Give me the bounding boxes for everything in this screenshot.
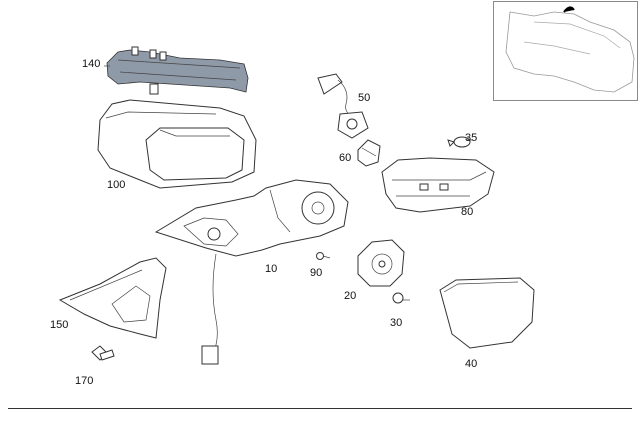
callout-10: 10 [265, 263, 278, 275]
callout-140: 140 [82, 58, 101, 70]
part-40-mirror-glass[interactable] [439, 277, 535, 349]
callout-35: 35 [465, 132, 478, 144]
car-top-view-icon [505, 6, 635, 93]
callout-30: 30 [390, 317, 403, 329]
part-150-housing-shell[interactable] [58, 257, 167, 339]
mirror-position-marker [563, 6, 575, 13]
divider-line [8, 408, 632, 409]
callout-170: 170 [75, 375, 94, 387]
part-30-screw[interactable] [392, 292, 410, 304]
part-90-screw[interactable] [316, 252, 331, 260]
part-140-turn-signal[interactable] [106, 46, 249, 95]
callout-60: 60 [339, 152, 352, 164]
callout-150: 150 [50, 319, 69, 331]
part-10-mirror-base[interactable] [154, 179, 349, 365]
part-100-housing-cover[interactable] [97, 99, 257, 189]
callout-90: 90 [310, 267, 323, 279]
callout-40: 40 [465, 358, 478, 370]
callout-50: 50 [358, 92, 371, 104]
part-35-bulb[interactable] [447, 136, 471, 148]
callout-80: 80 [461, 206, 474, 218]
callout-100: 100 [107, 179, 126, 191]
leader-lines [104, 65, 472, 141]
part-80-lower-cover[interactable] [381, 157, 495, 213]
part-20-motor[interactable] [357, 239, 405, 287]
part-170-bolt[interactable] [91, 345, 115, 361]
callout-20: 20 [344, 290, 357, 302]
part-50-cable-connector[interactable] [317, 73, 369, 139]
car-locator-inset [493, 1, 638, 101]
part-60-bracket[interactable] [357, 139, 381, 167]
